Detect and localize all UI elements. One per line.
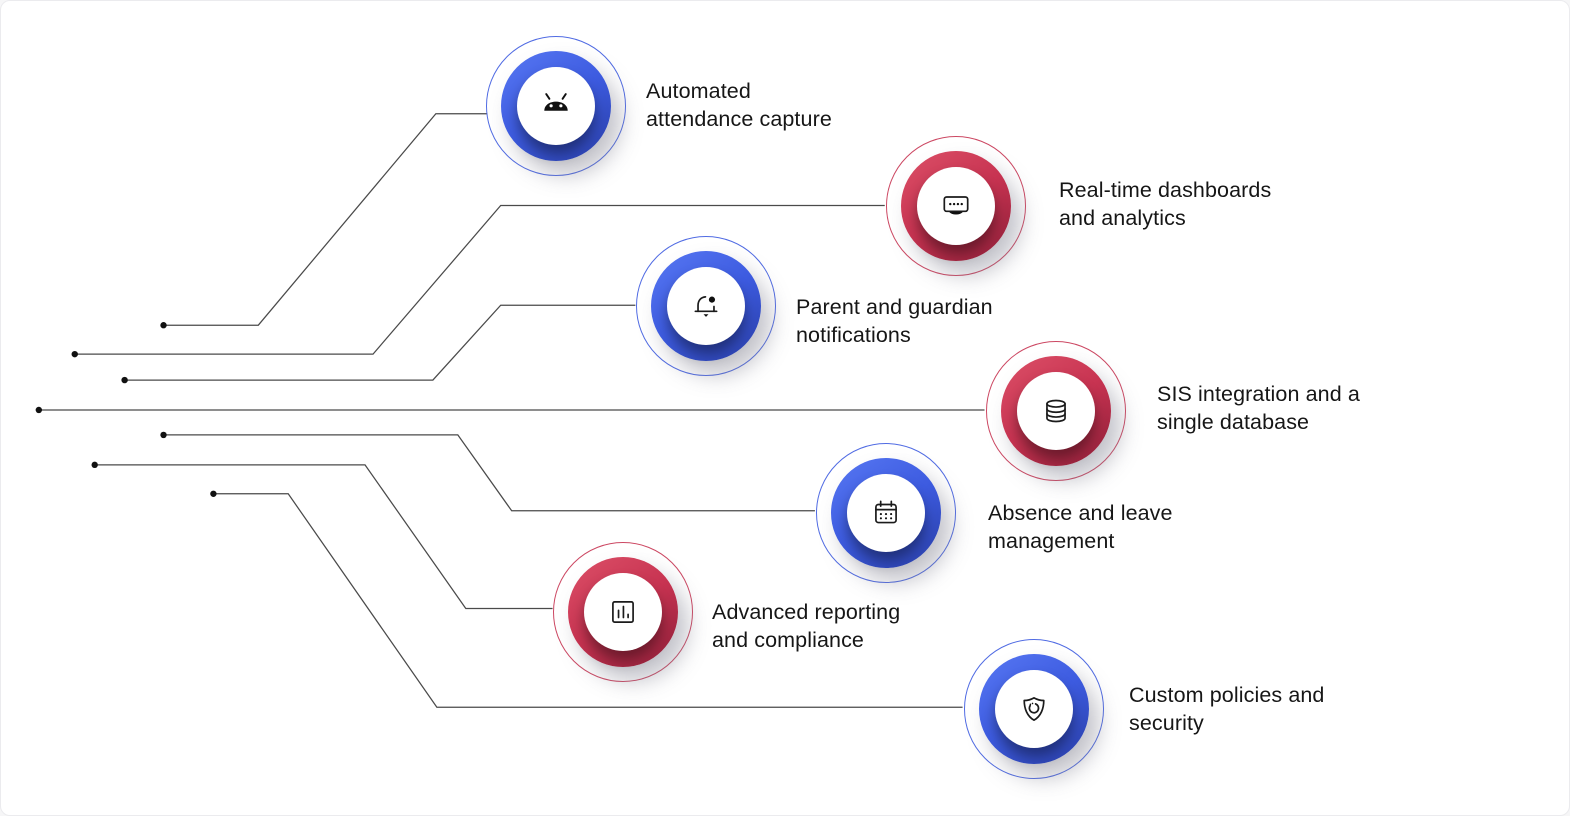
node-outer-circle [816, 443, 956, 583]
node-outer-circle [964, 639, 1104, 779]
feature-node-2[interactable] [886, 136, 1026, 276]
node-outer-circle [986, 341, 1126, 481]
node-inner-circle [995, 670, 1073, 748]
connector-path [163, 113, 487, 326]
dashboard-toast-icon [939, 189, 973, 223]
feature-label-5: Absence and leave management [988, 499, 1173, 555]
feature-label-line: and compliance [712, 628, 864, 652]
node-inner-circle [1017, 372, 1095, 450]
feature-label-line: attendance capture [646, 107, 832, 131]
database-icon [1039, 394, 1073, 428]
feature-label-line: Real-time dashboards [1059, 178, 1272, 202]
feature-label-7: Custom policies and security [1129, 681, 1325, 737]
connector-start-dot [210, 490, 217, 497]
feature-node-3[interactable] [636, 236, 776, 376]
feature-label-2: Real-time dashboards and analytics [1059, 176, 1271, 232]
notification-bell-icon [689, 289, 723, 323]
feature-label-line: Custom policies and [1129, 683, 1325, 707]
node-inner-circle [847, 474, 925, 552]
feature-node-5[interactable] [816, 443, 956, 583]
connector-start-dot [71, 350, 78, 358]
node-inner-circle [667, 267, 745, 345]
bar-chart-icon [606, 595, 640, 629]
node-inner-circle [517, 67, 595, 145]
feature-label-line: and analytics [1059, 206, 1186, 230]
node-inner-circle [584, 573, 662, 651]
feature-node-4[interactable] [986, 341, 1126, 481]
feature-label-line: security [1129, 711, 1204, 735]
feature-node-6[interactable] [553, 542, 693, 682]
shield-icon [1017, 692, 1051, 726]
node-outer-circle [886, 136, 1026, 276]
feature-label-line: SIS integration and a [1157, 382, 1360, 406]
connector-start-dot [160, 431, 167, 439]
feature-label-line: notifications [796, 323, 911, 347]
feature-label-line: Advanced reporting [712, 600, 901, 624]
feature-label-line: single database [1157, 410, 1310, 434]
connector-start-dot [91, 461, 98, 469]
feature-label-6: Advanced reporting and compliance [712, 598, 900, 654]
feature-node-7[interactable] [964, 639, 1104, 779]
feature-label-line: Absence and leave [988, 501, 1173, 525]
node-inner-circle [917, 167, 995, 245]
feature-label-line: Parent and guardian [796, 295, 993, 319]
connector-path [124, 304, 636, 381]
node-outer-circle [553, 542, 693, 682]
feature-label-4: SIS integration and a single database [1157, 380, 1360, 436]
connector-start-dot [160, 322, 167, 329]
connector-path [74, 204, 885, 355]
node-outer-circle [486, 36, 626, 176]
connector-path [163, 434, 815, 512]
connector-path [94, 464, 553, 610]
feature-label-line: management [988, 529, 1115, 553]
android-icon [539, 89, 573, 123]
feature-node-1[interactable] [486, 36, 626, 176]
feature-label-3: Parent and guardian notifications [796, 293, 993, 349]
feature-label-line: Automated [646, 79, 751, 103]
calendar-icon [869, 496, 903, 530]
connector-start-dot [121, 376, 128, 384]
feature-label-1: Automated attendance capture [646, 77, 832, 133]
node-outer-circle [636, 236, 776, 376]
connector-start-dot [35, 406, 43, 414]
connector-path [213, 493, 963, 708]
